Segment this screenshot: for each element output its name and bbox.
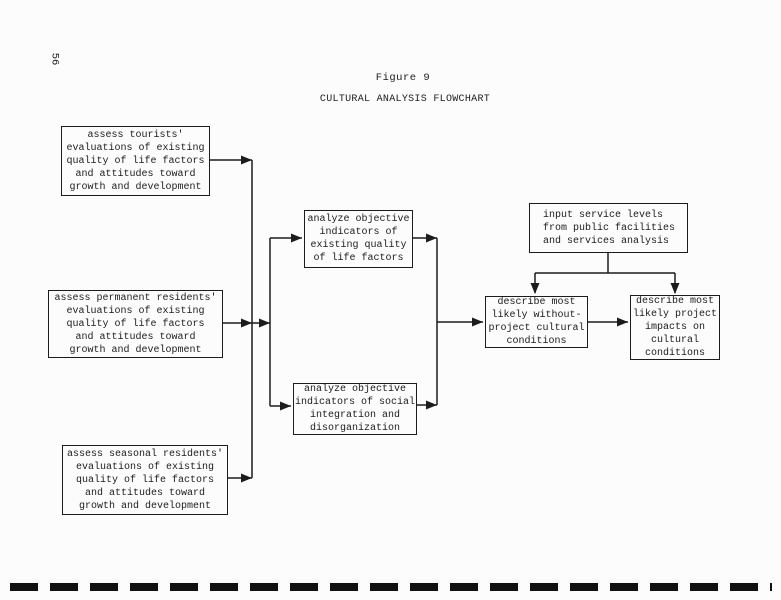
arrowhead-right [280,401,291,411]
flowchart-box-analyze-social-integration: analyze objective indicators of social i… [293,383,417,435]
arrowhead-right [617,317,628,327]
arrowhead-right [291,233,302,243]
arrowhead-down [670,283,680,294]
torn-edge-dashed-bar [10,583,772,591]
flowchart-box-describe-project-impacts: describe most likely project impacts on … [630,295,720,360]
arrowhead-right [241,155,252,165]
box-text: describe most likely project impacts on … [632,296,717,359]
arrowhead-right [472,317,483,327]
box-text: assess permanent residents' evaluations … [54,292,217,356]
box-text: assess seasonal residents' evaluations o… [66,448,224,512]
arrowhead-right [426,400,437,410]
flowchart-box-assess-seasonal-residents: assess seasonal residents' evaluations o… [62,445,228,515]
arrowhead-right [259,318,270,328]
flowchart-box-assess-tourists: assess tourists' evaluations of existing… [61,126,210,196]
arrowhead-right [241,318,252,328]
flowchart-box-analyze-quality-of-life: analyze objective indicators of existing… [304,210,413,268]
flowchart-box-describe-without-project: describe most likely without- project cu… [485,296,588,348]
box-text: analyze objective indicators of social i… [294,384,416,434]
box-text: describe most likely without- project cu… [488,297,585,347]
figure-label: Figure 9 [375,72,431,84]
figure-title: CULTURAL ANALYSIS FLOWCHART [319,94,491,105]
box-text: input service levels from public facilit… [543,209,676,247]
flowchart-box-input-service-levels: input service levels from public facilit… [529,203,688,253]
arrowhead-down [530,283,540,294]
arrowhead-right [426,233,437,243]
box-text: analyze objective indicators of existing… [307,214,410,264]
box-text: assess tourists' evaluations of existing… [66,129,205,193]
arrowhead-right [241,473,252,483]
flowchart-box-assess-permanent-residents: assess permanent residents' evaluations … [48,290,223,358]
